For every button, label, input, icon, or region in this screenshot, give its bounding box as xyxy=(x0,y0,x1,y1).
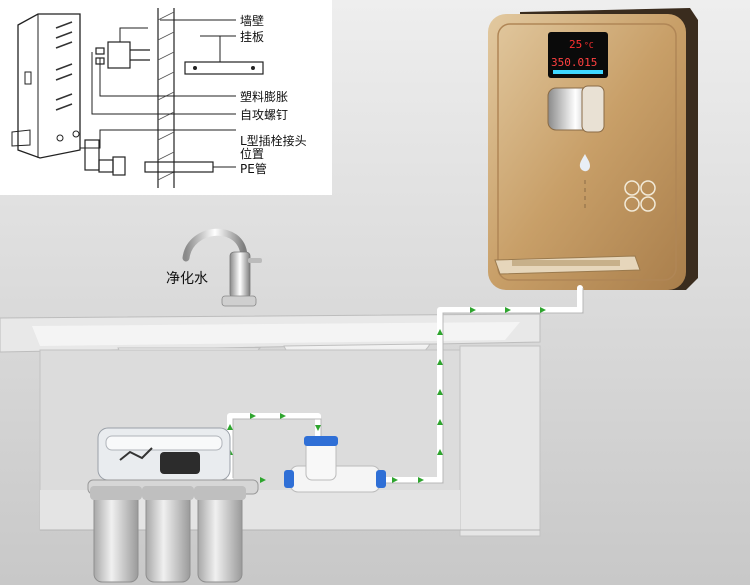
hanging-plate xyxy=(184,61,264,75)
water-dispenser: 25 °C 350.015 xyxy=(488,8,698,290)
faucet-label: 净化水 xyxy=(166,271,208,287)
display-screen xyxy=(548,32,608,78)
flow-arrow-icon xyxy=(505,307,511,313)
label-pe-pipe: PE管 xyxy=(240,161,267,176)
touch-button-icon[interactable] xyxy=(624,180,640,196)
flow-arrow-icon xyxy=(437,359,443,365)
faucet xyxy=(182,228,262,307)
filter-cartridge xyxy=(93,491,139,583)
flow-arrow-icon xyxy=(392,477,398,483)
label-l-fitting: L型插栓接头 xyxy=(240,133,307,148)
flow-arrow-icon xyxy=(315,425,321,431)
flow-arrow-icon xyxy=(437,389,443,395)
flow-arrow-icon xyxy=(227,424,233,430)
label-wall: 墙壁 xyxy=(240,13,264,28)
display-temperature: 25 xyxy=(569,38,582,51)
flow-arrow-icon xyxy=(540,307,546,313)
touch-button-icon[interactable] xyxy=(624,196,640,212)
inset-sketch: 墙壁 挂板 塑料膨胀 自攻螺钉 L型插栓接头 位置 PE管 xyxy=(0,0,332,195)
flow-arrow-icon xyxy=(437,329,443,335)
filter-cartridge xyxy=(145,491,191,583)
flow-arrow-icon xyxy=(437,449,443,455)
label-plastic-anchor: 塑料膨胀 xyxy=(240,89,288,104)
filter-cartridge xyxy=(197,491,243,583)
dispenser-body xyxy=(488,14,686,290)
flow-arrow-icon xyxy=(250,413,256,419)
touch-button-icon[interactable] xyxy=(640,196,656,212)
l-fitting xyxy=(84,139,126,176)
label-hanging-plate: 挂板 xyxy=(240,30,264,44)
water-drop-icon xyxy=(579,154,590,172)
flow-arrow-icon xyxy=(437,419,443,425)
display-bar xyxy=(553,70,603,74)
flow-arrow-icon xyxy=(418,477,424,483)
touch-buttons xyxy=(624,180,656,212)
flow-arrow-icon xyxy=(280,413,286,419)
touch-button-icon[interactable] xyxy=(640,180,656,196)
label-self-tapping-screw: 自攻螺钉 xyxy=(240,108,288,122)
tee-fitting xyxy=(284,436,386,493)
label-position: 位置 xyxy=(240,146,264,161)
flow-arrow-icon xyxy=(260,477,266,483)
filter-cartridges xyxy=(87,479,259,583)
display-reading: 350.015 xyxy=(551,56,597,69)
pipe-outlines xyxy=(232,288,584,484)
flow-arrow-icon xyxy=(470,307,476,313)
ro-filter-unit xyxy=(87,427,259,583)
display-unit: °C xyxy=(584,41,594,50)
